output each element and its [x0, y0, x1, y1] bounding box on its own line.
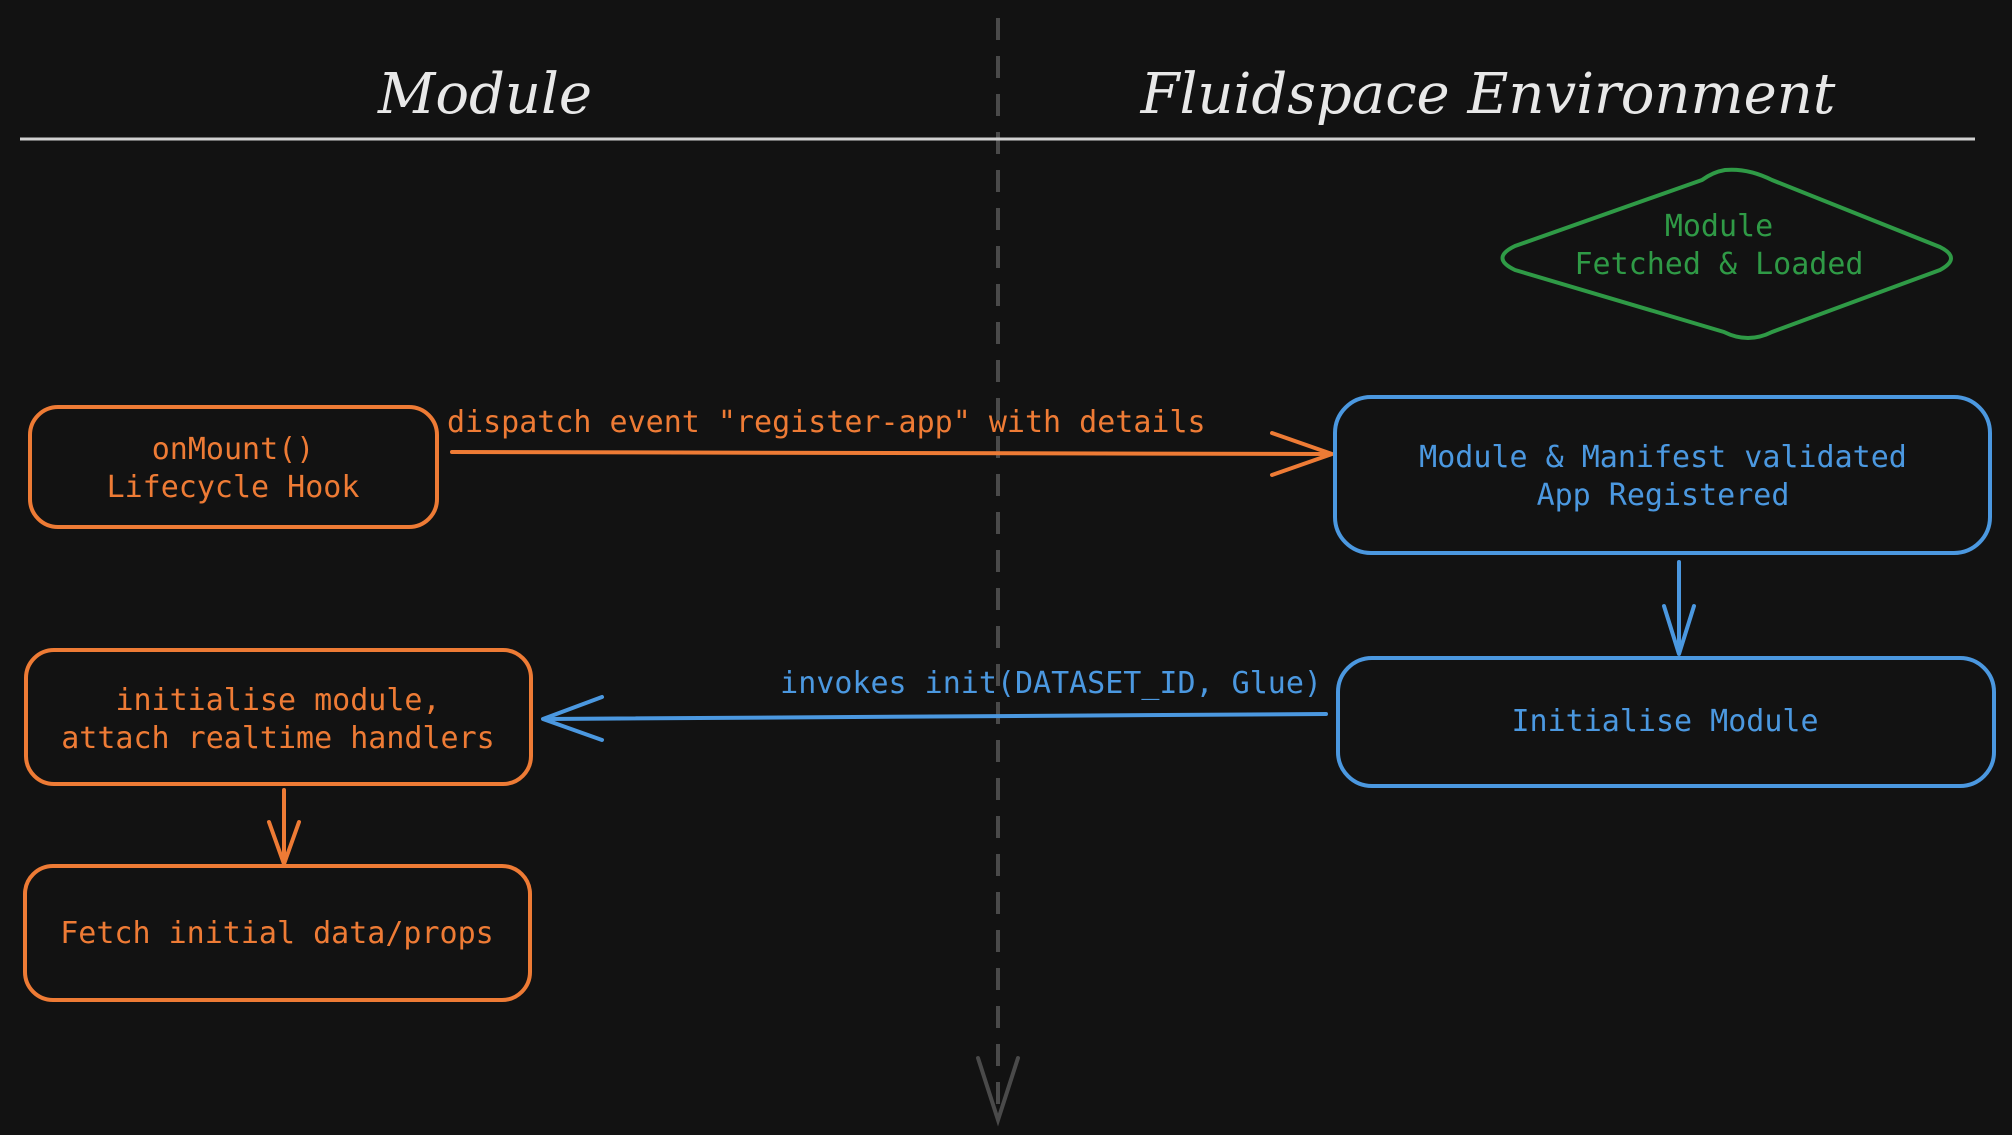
- on-mount-label-line2: Lifecycle Hook: [107, 470, 360, 505]
- lane-title-module: Module: [377, 62, 592, 127]
- validated-to-init-edge: [1662, 560, 1696, 656]
- init-module-node: Initialise Module: [1336, 656, 1996, 788]
- init-handlers-node: initialise module, attach realtime handl…: [24, 648, 533, 786]
- lane-separator-arrowhead: [976, 1056, 1020, 1127]
- validated-node: Module & Manifest validated App Register…: [1333, 395, 1992, 555]
- on-mount-node: onMount() Lifecycle Hook: [28, 405, 439, 529]
- start-node: Module Fetched & Loaded: [1500, 167, 1953, 340]
- register-edge: dispatch event "register-app" with detai…: [447, 405, 1334, 477]
- handlers-to-fetch-edge: [267, 788, 301, 866]
- start-label-line1: Module: [1665, 209, 1773, 244]
- init-handlers-label-line1: initialise module,: [115, 683, 440, 718]
- validated-label-line1: Module & Manifest validated: [1419, 440, 1907, 475]
- validated-to-init-arrowhead: [1662, 604, 1696, 656]
- invoke-init-arrowhead: [541, 695, 604, 742]
- invoke-init-label: invokes init(DATASET_ID, Glue): [780, 666, 1322, 701]
- start-diamond-shape: [1500, 167, 1953, 340]
- init-handlers-box: [24, 648, 533, 786]
- register-edge-label: dispatch event "register-app" with detai…: [447, 405, 1206, 440]
- validated-label-line2: App Registered: [1537, 478, 1790, 513]
- on-mount-box: [28, 405, 439, 529]
- validated-box: [1333, 395, 1992, 555]
- init-handlers-label-line2: attach realtime handlers: [61, 721, 494, 756]
- register-edge-arrowhead: [1270, 431, 1334, 477]
- fetch-node: Fetch initial data/props: [23, 864, 532, 1002]
- fetch-box: [23, 864, 532, 1002]
- init-module-box: [1336, 656, 1996, 788]
- init-module-label: Initialise Module: [1511, 704, 1818, 739]
- fetch-label: Fetch initial data/props: [60, 916, 493, 951]
- invoke-init-line: [543, 712, 1328, 721]
- register-edge-line: [450, 450, 1332, 456]
- on-mount-label-line1: onMount(): [152, 432, 315, 467]
- start-label-line2: Fetched & Loaded: [1575, 247, 1864, 282]
- lane-title-environment: Fluidspace Environment: [1140, 62, 1836, 127]
- invoke-init-edge: invokes init(DATASET_ID, Glue): [541, 666, 1328, 742]
